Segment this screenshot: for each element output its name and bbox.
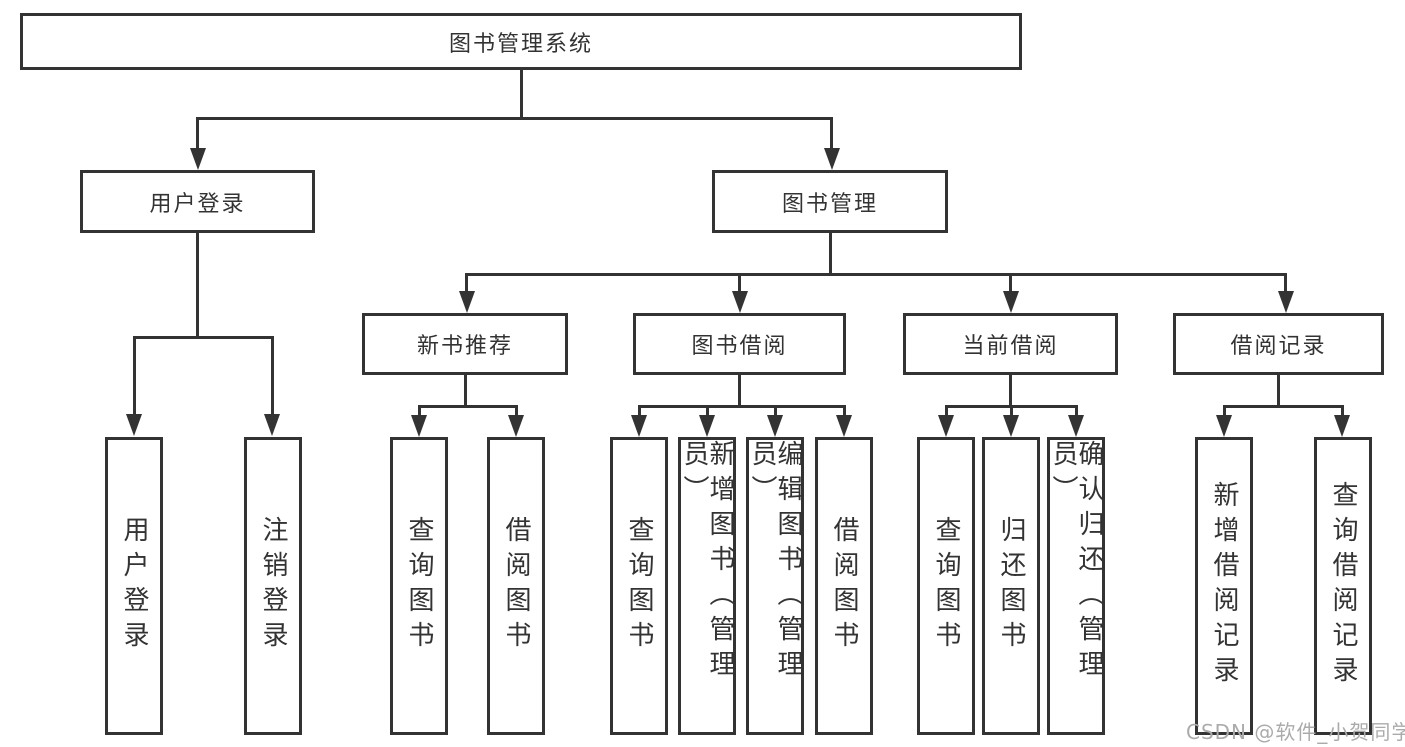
connector-line xyxy=(1010,405,1013,417)
node-library-system: 图书管理系统 xyxy=(20,13,1022,70)
connector-line xyxy=(638,405,641,417)
arrowhead-down-icon xyxy=(732,291,748,313)
node-edit-book-admin: 编辑图书（管理员） xyxy=(746,437,804,735)
node-add-borrow-record: 新增借阅记录 xyxy=(1195,437,1253,735)
arrowhead-down-icon xyxy=(699,415,715,437)
arrowhead-down-icon xyxy=(1068,415,1084,437)
node-add-book-admin: 新增图书（管理员） xyxy=(678,437,736,735)
node-borrow-books-leaf: 借阅图书 xyxy=(815,437,873,735)
node-book-management: 图书管理 xyxy=(712,170,948,233)
connector-line xyxy=(1009,375,1012,408)
connector-line xyxy=(945,405,948,417)
arrowhead-down-icon xyxy=(836,415,852,437)
arrowhead-down-icon xyxy=(631,415,647,437)
connector-line xyxy=(465,273,1287,276)
connector-line xyxy=(1223,405,1343,408)
connector-line xyxy=(196,117,199,150)
connector-line xyxy=(843,405,846,417)
arrowhead-down-icon xyxy=(508,415,524,437)
node-borrow-records: 借阅记录 xyxy=(1173,313,1384,375)
arrowhead-down-icon xyxy=(1334,415,1350,437)
connector-line xyxy=(515,405,518,417)
arrowhead-down-icon xyxy=(1216,415,1232,437)
node-user-login: 用户登录 xyxy=(80,170,315,233)
connector-line xyxy=(774,405,777,417)
node-return-books: 归还图书 xyxy=(982,437,1040,735)
arrowhead-down-icon xyxy=(1003,291,1019,313)
node-user-login-leaf: 用户登录 xyxy=(105,437,163,735)
connector-line xyxy=(738,375,741,408)
node-confirm-return-admin: 确认归还（管理员） xyxy=(1047,437,1105,735)
connector-line xyxy=(520,70,523,118)
arrowhead-down-icon xyxy=(1003,415,1019,437)
arrowhead-down-icon xyxy=(824,148,840,170)
connector-line xyxy=(464,375,467,408)
arrowhead-down-icon xyxy=(938,415,954,437)
connector-line xyxy=(829,233,832,276)
connector-line xyxy=(196,117,833,120)
connector-line xyxy=(1341,405,1344,417)
node-new-book-recommend: 新书推荐 xyxy=(362,313,568,375)
connector-line xyxy=(465,273,468,293)
node-current-query-books: 查询图书 xyxy=(917,437,975,735)
arrowhead-down-icon xyxy=(190,148,206,170)
arrowhead-down-icon xyxy=(126,414,142,436)
connector-line xyxy=(418,405,421,417)
connector-line xyxy=(418,405,518,408)
arrowhead-down-icon xyxy=(1278,291,1294,313)
connector-line xyxy=(738,273,741,293)
arrowhead-down-icon xyxy=(767,415,783,437)
connector-line xyxy=(133,336,274,339)
node-recommend-borrow-books: 借阅图书 xyxy=(487,437,545,735)
connector-line xyxy=(1009,273,1012,293)
node-logout-leaf: 注销登录 xyxy=(244,437,302,735)
arrowhead-down-icon xyxy=(459,291,475,313)
arrowhead-down-icon xyxy=(411,415,427,437)
node-borrow-query-books: 查询图书 xyxy=(610,437,668,735)
connector-line xyxy=(271,336,274,415)
connector-line xyxy=(1075,405,1078,417)
connector-line xyxy=(830,117,833,150)
connector-line xyxy=(1284,273,1287,293)
connector-line xyxy=(706,405,709,417)
connector-line xyxy=(133,336,136,415)
connector-line xyxy=(196,233,199,339)
node-book-borrow: 图书借阅 xyxy=(633,313,846,375)
connector-line xyxy=(1223,405,1226,417)
arrowhead-down-icon xyxy=(264,414,280,436)
connector-line xyxy=(638,405,846,408)
connector-line xyxy=(1277,375,1280,408)
csdn-watermark: CSDN @软件_小贺同学 xyxy=(1186,720,1405,744)
node-query-borrow-record: 查询借阅记录 xyxy=(1314,437,1372,735)
node-current-borrow: 当前借阅 xyxy=(903,313,1118,375)
node-recommend-query-books: 查询图书 xyxy=(390,437,448,735)
